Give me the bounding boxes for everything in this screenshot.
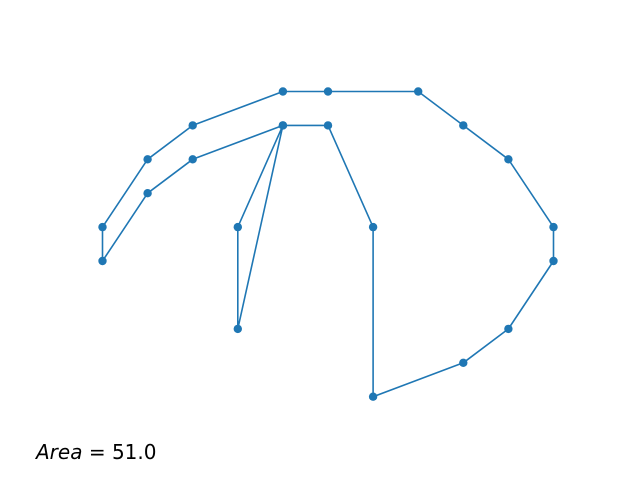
vertex-point xyxy=(549,222,558,232)
polygon-outline xyxy=(101,90,555,398)
vertex-point xyxy=(414,87,423,96)
vertex-point xyxy=(504,324,513,334)
polygon-vertices xyxy=(98,87,558,401)
area-value: 51.0 xyxy=(111,440,157,464)
vertex-point xyxy=(278,121,288,130)
vertex-point xyxy=(98,222,107,232)
vertex-point xyxy=(504,155,513,164)
vertex-point xyxy=(188,121,197,130)
vertex-point xyxy=(98,256,107,266)
area-variable: Area xyxy=(36,440,83,464)
vertex-point xyxy=(323,87,333,96)
vertex-point xyxy=(368,222,378,232)
vertex-point xyxy=(549,256,558,266)
vertex-point xyxy=(143,189,152,198)
vertex-point xyxy=(323,121,333,130)
vertex-point xyxy=(233,222,242,232)
vertex-point xyxy=(188,155,197,164)
vertex-point xyxy=(143,155,152,164)
vertex-point xyxy=(233,324,242,334)
area-annotation: Area = 51.0 xyxy=(36,440,156,464)
vertex-point xyxy=(459,121,468,130)
area-operator: = xyxy=(82,440,112,464)
vertex-point xyxy=(278,87,288,96)
vertex-point xyxy=(368,392,378,401)
vertex-point xyxy=(459,358,468,367)
